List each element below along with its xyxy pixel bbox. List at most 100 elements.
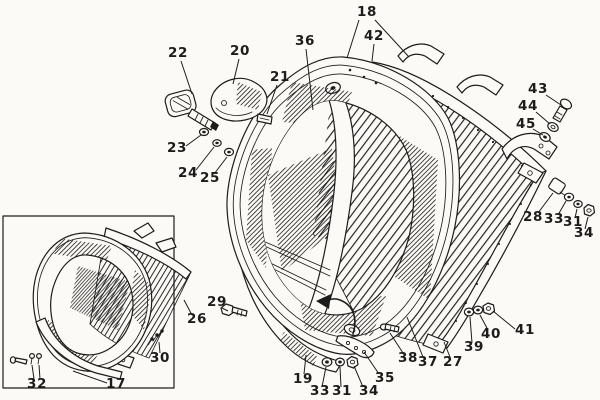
leader-line: [479, 314, 489, 331]
part-number-label: 43: [528, 81, 548, 97]
part-callout-21: 21: [266, 69, 290, 115]
part-callout-33: 33: [310, 366, 330, 399]
part-number-label: 21: [270, 69, 290, 85]
part-callout-41: 41: [492, 310, 534, 338]
leader-line: [443, 341, 451, 358]
part-callout-43: 43: [528, 81, 562, 106]
leader-line: [584, 216, 589, 230]
badge-parts: [164, 77, 273, 157]
inset-bottom-strip: [35, 317, 123, 380]
leader-line: [389, 332, 404, 354]
shell-grommet: [325, 81, 341, 95]
part-number-label: 31: [563, 214, 583, 230]
part-number-label: 18: [357, 4, 377, 20]
part-callout-18: 18: [346, 4, 410, 59]
leader-line: [574, 208, 578, 219]
inset-figure: [2, 215, 192, 389]
part-callout-32: 32: [27, 364, 46, 392]
part-number-label: 25: [200, 170, 220, 186]
part-callout-37: 37: [406, 316, 437, 370]
leader-line: [195, 146, 215, 171]
leader-line: [374, 19, 410, 58]
leader-line: [221, 307, 229, 312]
leader-line: [321, 366, 327, 388]
leader-line: [158, 341, 161, 354]
part-callout-35: 35: [363, 351, 395, 386]
part-callout-28: 28: [523, 192, 554, 225]
nut: [583, 203, 596, 217]
part-number-label: 38: [398, 350, 418, 366]
part-number-label: 36: [295, 33, 315, 49]
panel-bottom-bracket: [422, 333, 449, 354]
inset-pins: [147, 329, 164, 346]
part-callout-39: 39: [464, 316, 483, 355]
leader-line: [535, 111, 551, 125]
part-callout-29: 29: [207, 294, 229, 312]
part-callout-33: 33: [544, 200, 567, 227]
leader-line: [180, 60, 193, 95]
leader-line: [363, 351, 380, 375]
leader-line: [183, 299, 193, 316]
leader-line: [492, 310, 516, 330]
fasteners-upper-right: [539, 98, 573, 143]
part-number-label: 26: [187, 311, 207, 327]
part-number-label: 31: [332, 383, 352, 399]
part-callout-25: 25: [200, 156, 228, 186]
part-callout-44: 44: [518, 98, 551, 125]
part-callout-38: 38: [389, 332, 418, 366]
part-callout-19: 19: [293, 354, 312, 387]
part-callout-42: 42: [364, 28, 384, 62]
part-callout-36: 36: [295, 33, 315, 111]
leader-line: [346, 19, 360, 59]
part-number-label: 20: [230, 43, 250, 59]
motif-pod: [210, 77, 268, 122]
direction-arrow: [316, 294, 356, 335]
part-number-label: 45: [516, 116, 536, 132]
part-callout-23: 23: [167, 134, 202, 156]
part-callout-45: 45: [516, 116, 544, 136]
leader-line: [532, 128, 544, 136]
part-number-label: 27: [443, 354, 463, 370]
panel-end-bracket: [517, 162, 544, 184]
part-number-label: 23: [167, 140, 187, 156]
inset-bracket: [133, 222, 155, 239]
part-number-label: 33: [310, 383, 330, 399]
edge-rivets: [455, 184, 532, 322]
leader-line: [406, 316, 424, 358]
leader-line: [557, 200, 567, 216]
bolt: [548, 177, 566, 195]
leader-line: [303, 354, 307, 375]
part-number-label: 24: [178, 165, 198, 181]
part-callout-34: 34: [353, 365, 379, 399]
nut: [346, 355, 359, 369]
part-number-label: 42: [364, 28, 384, 44]
leader-line: [266, 84, 278, 115]
leader-line: [232, 58, 240, 85]
inset-core: [70, 266, 130, 330]
part-callout-26: 26: [183, 299, 207, 327]
part-callout-24: 24: [178, 146, 215, 181]
leader-line: [353, 365, 364, 388]
part-number-label: 33: [544, 211, 564, 227]
leader-line: [213, 156, 228, 175]
leader-line: [185, 134, 202, 147]
part-number-label: 17: [106, 376, 126, 392]
part-callout-20: 20: [230, 43, 250, 85]
part-number-label: 22: [168, 45, 188, 61]
part-number-label: 29: [207, 294, 227, 310]
part-number-label: 28: [523, 209, 543, 225]
leader-line: [371, 43, 375, 62]
fasteners-lower-right: [463, 302, 496, 317]
grille-shell: [226, 56, 461, 355]
mounting-bracket: [397, 43, 445, 65]
part-callout-34: 34: [574, 216, 593, 241]
part-number-label: 34: [359, 383, 379, 399]
part-number-label: 35: [375, 370, 395, 386]
washer: [547, 121, 559, 133]
leader-line: [72, 370, 108, 384]
leader-line: [545, 94, 562, 106]
inset-screws: [9, 353, 42, 365]
